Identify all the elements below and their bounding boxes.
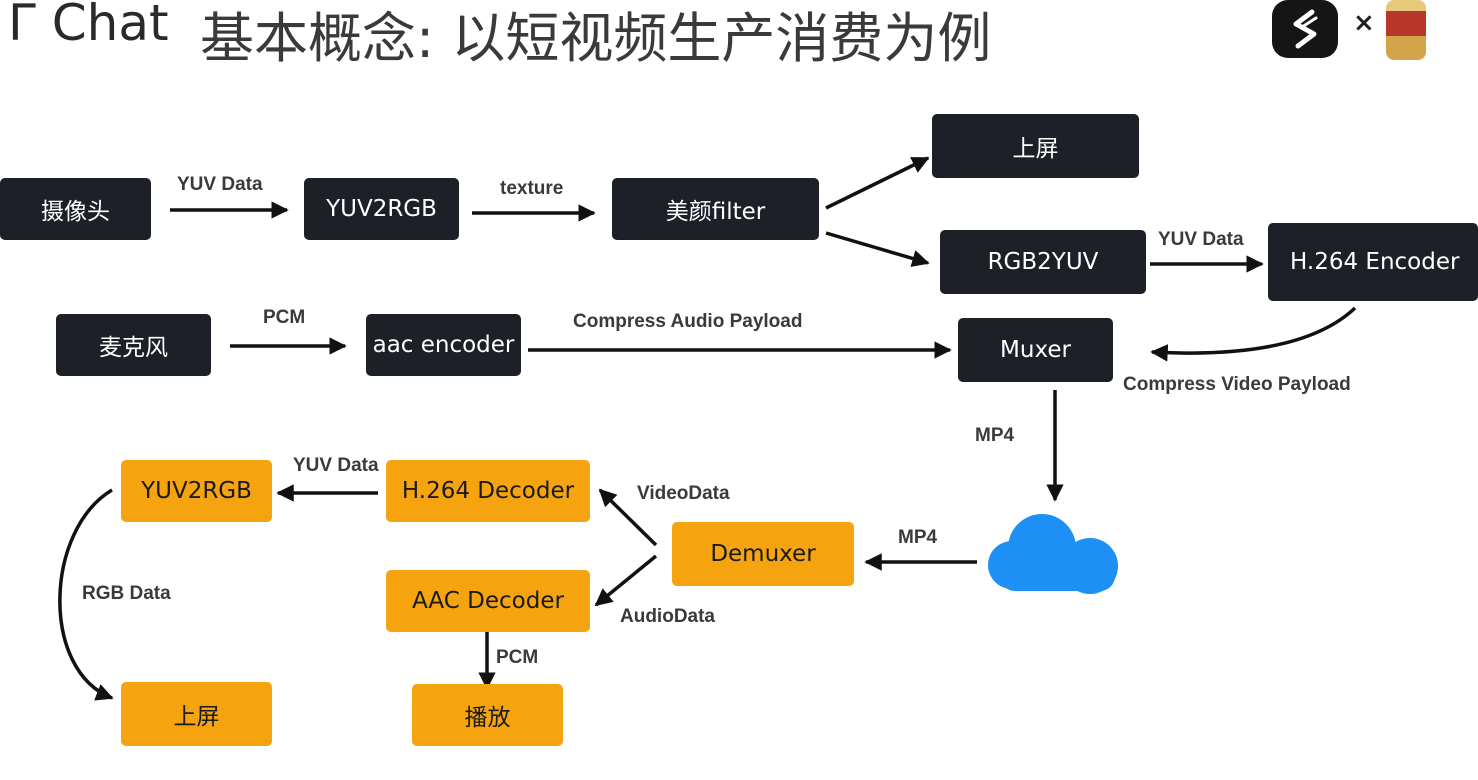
node-aac-encoder: aac encoder (366, 314, 521, 376)
brand-logo-s (1272, 0, 1338, 58)
node-muxer: Muxer (958, 318, 1113, 382)
node-camera: 摄像头 (0, 178, 151, 240)
node-h264-decoder: H.264 Decoder (386, 460, 590, 522)
node-aac-decoder: AAC Decoder (386, 570, 590, 632)
cloud-icon (988, 514, 1118, 594)
node-rgb2yuv: RGB2YUV (940, 230, 1146, 294)
label-rgb-data: RGB Data (82, 583, 171, 604)
node-microphone: 麦克风 (56, 314, 211, 376)
arrow-demuxer-to-aac-decoder (594, 554, 658, 607)
collab-separator: × (1353, 8, 1375, 38)
arrow-encoder-to-muxer (1150, 306, 1357, 362)
arrow-filter-to-rgb2yuv (825, 231, 930, 267)
label-yuv-data-3: YUV Data (293, 455, 379, 476)
label-texture: texture (500, 178, 564, 199)
label-pcm-1: PCM (263, 307, 306, 328)
label-yuv-data-1: YUV Data (177, 174, 263, 195)
label-compress-audio-payload: Compress Audio Payload (573, 311, 803, 332)
node-yuv2rgb-encode: YUV2RGB (304, 178, 459, 240)
label-yuv-data-2: YUV Data (1158, 229, 1244, 250)
arrow-yuv2rgb-to-display (58, 488, 114, 701)
label-mp4-2: MP4 (898, 527, 938, 548)
node-display-top: 上屏 (932, 114, 1139, 178)
arrow-filter-to-display (825, 156, 930, 210)
node-yuv2rgb-decode: YUV2RGB (121, 460, 272, 522)
node-display-bottom: 上屏 (121, 682, 272, 746)
node-demuxer: Demuxer (672, 522, 854, 586)
partner-logo-icon (1386, 0, 1426, 60)
label-pcm-2: PCM (496, 647, 539, 668)
arrow-demuxer-to-h264-decoder (598, 488, 658, 547)
label-video-data: VideoData (637, 483, 730, 504)
app-title: Γ Chat (8, 0, 169, 52)
node-h264-encoder: H.264 Encoder (1268, 223, 1478, 301)
node-beauty-filter: 美颜filter (612, 178, 819, 240)
node-playback: 播放 (412, 684, 563, 746)
slide-title: 基本概念: 以短视频生产消费为例 (200, 7, 992, 70)
label-compress-video-payload: Compress Video Payload (1123, 374, 1351, 395)
label-mp4-1: MP4 (975, 425, 1015, 446)
flow-arrows (58, 156, 1357, 701)
label-audio-data: AudioData (620, 606, 715, 627)
s-logo-icon (1293, 9, 1318, 49)
